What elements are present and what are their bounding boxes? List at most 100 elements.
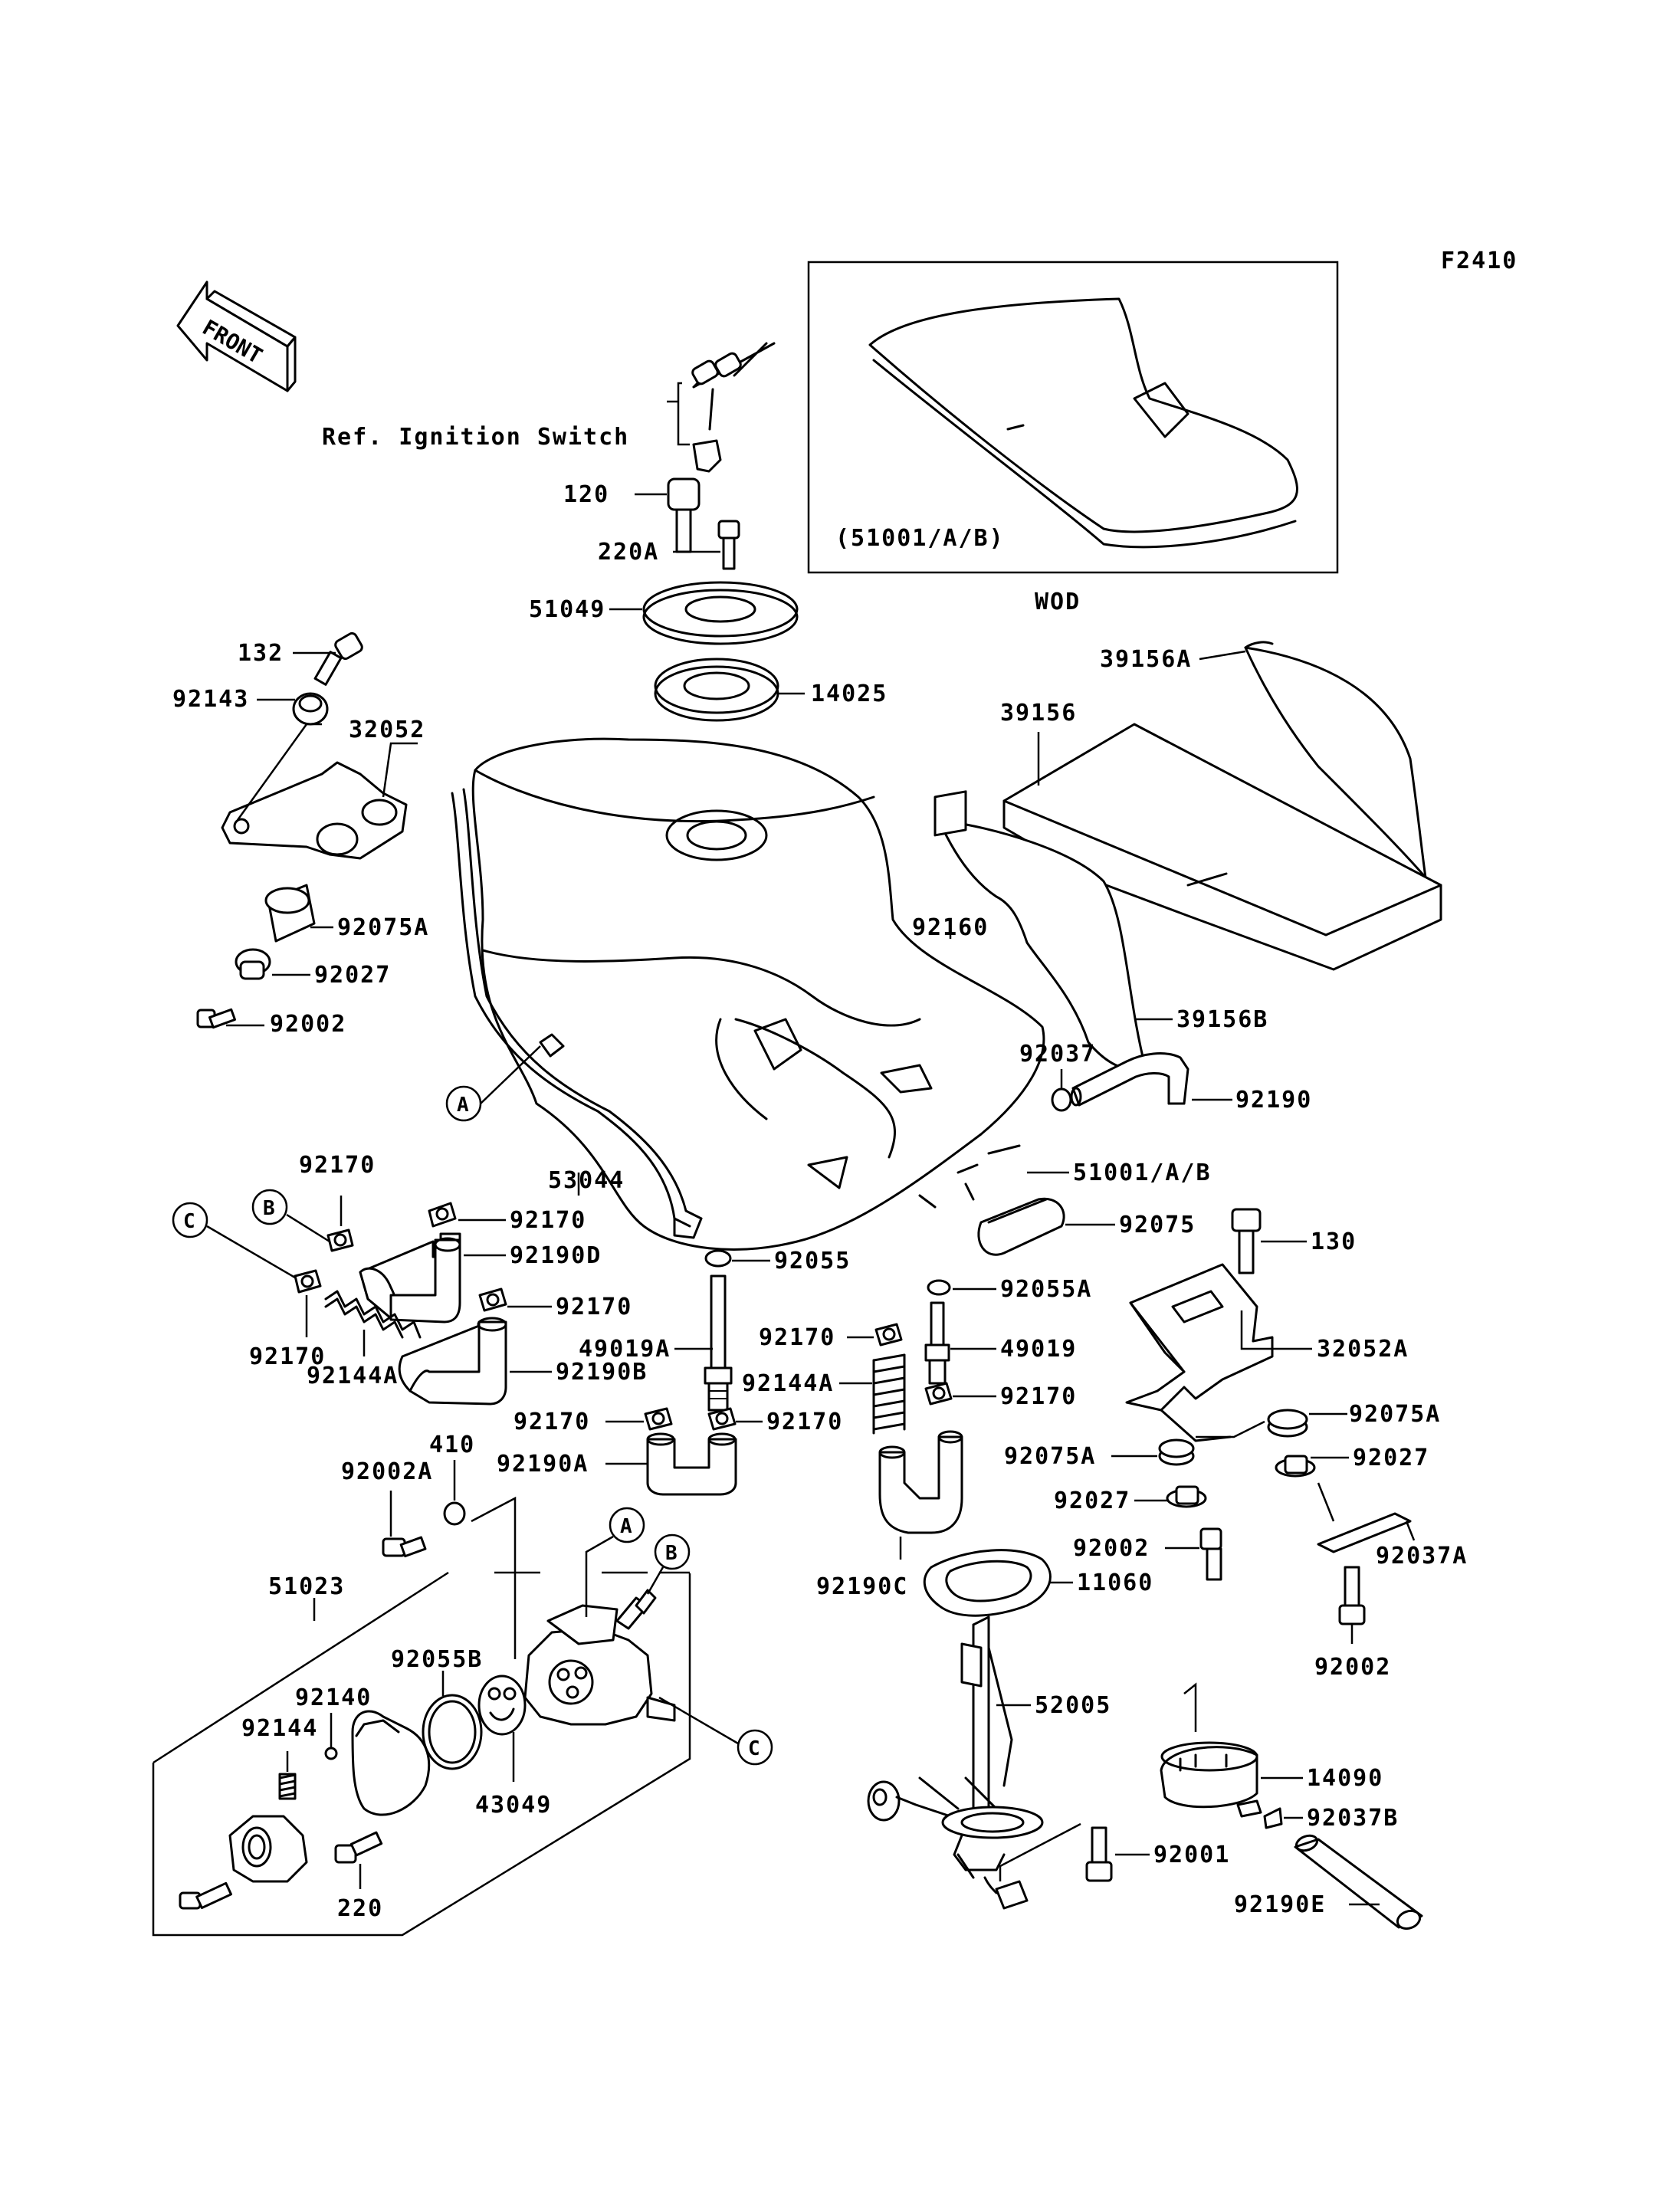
inset-frame <box>807 261 1339 574</box>
callout-b-pump-letter: B <box>665 1542 678 1565</box>
part-label-92001: 92001 <box>1153 1842 1230 1868</box>
part-label-43049: 43049 <box>475 1792 552 1819</box>
hose-92190-icon <box>1070 1052 1189 1107</box>
part-label-92037b: 92037B <box>1307 1805 1399 1832</box>
collar-92027-left-icon <box>235 948 271 980</box>
clamp-92170-l2-icon <box>644 1407 673 1431</box>
clamp-92170-b2-icon <box>428 1202 457 1228</box>
callout-a-tank-letter: A <box>457 1094 469 1117</box>
part-label-92037a: 92037A <box>1376 1543 1468 1570</box>
callout-c-pump-letter: C <box>748 1737 760 1760</box>
part-label-92170-r3: 92170 <box>766 1409 843 1435</box>
cover-92140-icon <box>324 1710 431 1816</box>
part-label-92144: 92144 <box>241 1715 318 1742</box>
callout-c-left-letter: C <box>183 1210 195 1233</box>
part-label-132: 132 <box>238 640 284 667</box>
part-label-92055a: 92055A <box>1000 1276 1092 1303</box>
rubber-92075a-left-icon <box>264 884 316 943</box>
ref-ignition-label: Ref. Ignition Switch <box>322 424 629 451</box>
cap-ring-14025-icon <box>654 658 779 722</box>
part-label-32052: 32052 <box>349 717 425 743</box>
part-label-11060: 11060 <box>1077 1570 1153 1596</box>
callout-c-left <box>172 1202 208 1238</box>
oring-92055-icon <box>704 1249 732 1268</box>
screw-220a-icon <box>717 520 740 570</box>
callout-b-left-letter: B <box>263 1197 275 1220</box>
bolt-92002a-icon <box>382 1536 427 1558</box>
bolt-92002-right-icon <box>1338 1566 1366 1625</box>
rubber-92075a-right-icon <box>1267 1409 1308 1438</box>
part-label-92190d: 92190D <box>510 1242 602 1269</box>
part-label-92170-c: 92170 <box>249 1343 326 1370</box>
clamp-92170-r2-icon <box>924 1382 953 1406</box>
part-label-92144a-left: 92144A <box>307 1363 399 1389</box>
callout-b-pump <box>654 1533 691 1570</box>
clamp-92170-r1-icon <box>874 1323 903 1347</box>
part-label-92075a-left: 92075A <box>337 914 429 941</box>
fuel-tank-51001-icon <box>471 737 1045 1251</box>
spring-92144a-right-icon <box>872 1353 906 1435</box>
part-label-14025: 14025 <box>811 681 888 707</box>
part-label-92144a-right: 92144A <box>742 1370 834 1397</box>
part-label-92190b: 92190B <box>556 1359 648 1386</box>
part-label-92002a: 92002A <box>341 1458 433 1485</box>
rubber-92075a-mid-icon <box>1158 1438 1195 1466</box>
figure-code: F2410 <box>1441 248 1518 274</box>
callout-c-pump <box>737 1729 773 1766</box>
clip-92037b-icon <box>1263 1807 1283 1829</box>
label-plate-92160-icon <box>934 790 967 837</box>
part-label-120: 120 <box>563 481 609 508</box>
part-label-92002-left: 92002 <box>270 1011 346 1038</box>
part-label-92027-left: 92027 <box>314 962 391 989</box>
tank-cover-inset-icon <box>868 297 1298 549</box>
washer-410-icon <box>443 1501 466 1526</box>
spring-92144-icon <box>278 1773 297 1800</box>
part-label-92190c: 92190C <box>816 1573 908 1600</box>
fuel-pump-52005-icon <box>867 1615 1044 1910</box>
part-label-92027-right: 92027 <box>1353 1445 1429 1471</box>
seal-strip-53044-icon <box>451 788 703 1239</box>
callout-a-pump-letter: A <box>620 1515 632 1538</box>
part-label-92170-mid: 92170 <box>556 1294 632 1320</box>
diaphragm-43049-icon <box>477 1675 527 1736</box>
part-label-92055: 92055 <box>774 1248 851 1274</box>
part-label-92170-top: 92170 <box>299 1152 376 1179</box>
bolt-132-icon <box>313 631 363 686</box>
front-arrow-icon: FRONT <box>176 280 297 392</box>
part-label-49019: 49019 <box>1000 1336 1077 1363</box>
callout-a-pump <box>609 1507 645 1543</box>
part-label-92190e: 92190E <box>1234 1891 1326 1918</box>
cap-nut-icon <box>228 1815 308 1883</box>
oring-92055a-icon <box>927 1279 951 1296</box>
part-label-92170-r2: 92170 <box>1000 1383 1077 1410</box>
pipe-49019-icon <box>924 1301 950 1385</box>
clamp-92170-c-icon <box>294 1269 322 1294</box>
part-label-39156: 39156 <box>1000 700 1077 727</box>
part-label-92170-r1: 92170 <box>759 1324 835 1351</box>
part-label-51023: 51023 <box>268 1573 345 1600</box>
bolt-92002-mid-icon <box>1199 1527 1222 1581</box>
part-label-52005: 52005 <box>1035 1692 1111 1719</box>
pipe-49019a-icon <box>704 1274 733 1412</box>
inset-caption: WOD <box>1035 589 1081 615</box>
part-label-130: 130 <box>1311 1228 1357 1255</box>
part-label-92160: 92160 <box>912 914 989 941</box>
part-label-92140: 92140 <box>295 1684 372 1711</box>
part-label-39156b: 39156B <box>1176 1006 1268 1033</box>
bolt-92001-icon <box>1085 1826 1113 1882</box>
fuel-valve-body-icon <box>523 1589 676 1726</box>
inset-label: (51001/A/B) <box>835 525 1005 552</box>
grommet-92143-icon <box>292 692 329 726</box>
part-label-92075: 92075 <box>1119 1212 1196 1238</box>
part-label-220: 220 <box>337 1895 383 1922</box>
part-label-51049: 51049 <box>529 596 605 623</box>
bolt-92002-left-icon <box>196 1008 236 1029</box>
callout-b-left <box>251 1189 288 1225</box>
part-label-92170-l2: 92170 <box>514 1409 590 1435</box>
hose-92190c-icon <box>878 1430 963 1534</box>
part-label-14090: 14090 <box>1307 1765 1383 1792</box>
part-label-92075a-mid: 92075A <box>1004 1443 1096 1470</box>
part-label-92190a: 92190A <box>497 1451 589 1478</box>
retainer-14090-icon <box>1160 1741 1262 1818</box>
